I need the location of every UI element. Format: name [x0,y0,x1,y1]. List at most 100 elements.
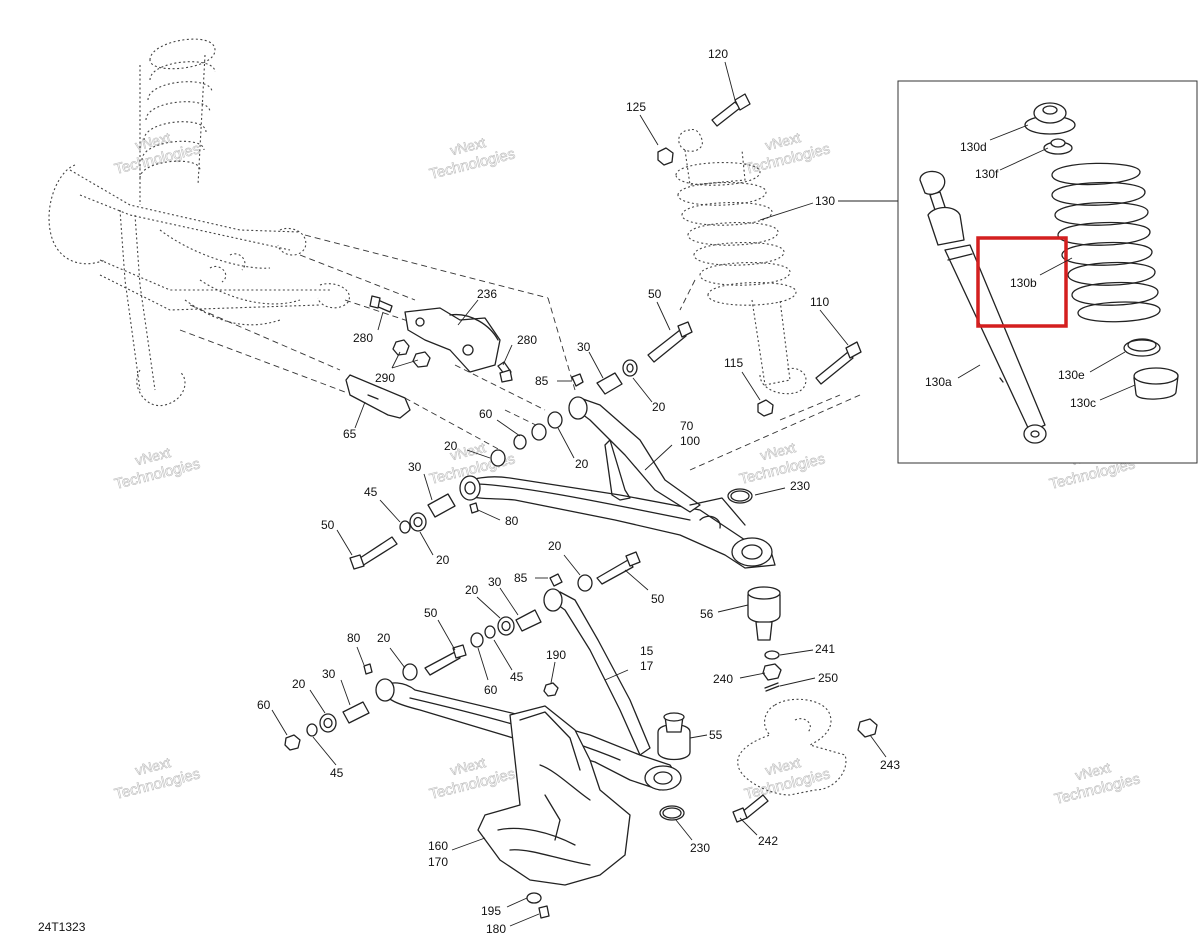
callout-60-lower: 60 [484,683,498,697]
callout-170: 170 [428,855,448,869]
callout-125: 125 [626,100,646,114]
nut-190 [543,682,559,697]
watermark: vNext Technologies [112,129,202,179]
watermark: vNext Technologies [427,754,517,804]
callout-243: 243 [880,758,900,772]
callout-130f: 130f [975,167,999,181]
callout-100: 100 [680,434,700,448]
callout-20-lower-left: 20 [292,677,306,691]
bushing-20-lower-left-a [402,663,418,681]
callout-130e: 130e [1058,368,1085,382]
bushing-20-upper [622,359,638,377]
callout-30-lower: 30 [488,575,502,589]
bushings-60-upper [513,411,563,450]
bolt-50-upper [647,321,693,363]
washer-45-left [399,520,411,534]
sleeve-30-lower [515,609,542,632]
shock-breakdown-inset [897,80,1198,464]
callout-50-lower-right: 50 [651,592,665,606]
callout-15: 15 [640,644,654,658]
circlip-230-lower [659,805,685,821]
upper-a-arm-70-100 [459,396,776,569]
nut-243 [857,718,878,738]
callout-160: 160 [428,839,448,853]
ghost-shock-spring [139,38,216,205]
callout-115: 115 [724,356,743,370]
cotter-pin-250 [764,682,780,692]
watermark: vNext Technologies [737,439,827,489]
callout-130b: 130b [1010,276,1037,290]
nut-60-lower-left [284,734,301,751]
bushing-20-upper-left [490,449,506,467]
spring-seat-130c [1133,367,1179,400]
fastener-180 [538,905,550,919]
bushing-20-lower-left [319,713,337,733]
watermark: vNext Technologies [742,129,832,179]
bushing-20-lower-mid [497,616,515,636]
callout-230-lower: 230 [690,841,710,855]
sleeve-30-left [427,493,456,518]
callout-280-left: 280 [353,331,373,345]
nut-240 [762,663,782,681]
circlip-230-upper [727,488,753,504]
shock-absorber-130 [675,128,807,395]
callout-45-lower: 45 [510,670,524,684]
shock-body-130a [919,170,1047,444]
grease-fitting-80-lower [363,663,373,675]
bolt-280-left [369,295,393,313]
callout-80-lower: 80 [347,631,361,645]
callout-85-lower: 85 [514,571,528,585]
callout-20-upper-left: 20 [444,439,458,453]
nut-115 [757,399,774,417]
callout-236: 236 [477,287,497,301]
callout-60-lower-left: 60 [257,698,271,712]
ball-joint-55 [657,712,691,761]
callout-290: 290 [375,371,395,385]
screw-195 [526,892,542,904]
callout-65: 65 [343,427,357,441]
callout-180: 180 [486,922,506,935]
callout-30-lower-left: 30 [322,667,336,681]
watermark: vNext Technologies [427,134,517,184]
highlight-box [976,236,1068,328]
watermark: vNext Technologies [112,444,202,494]
callout-labels: 120 125 130 110 115 236 280 280 290 65 5… [38,47,1096,935]
nut-60-lower [470,632,484,648]
callout-190: 190 [546,648,566,662]
callout-230-upper: 230 [790,479,810,493]
callout-56: 56 [700,607,714,621]
bushing-20-left [409,512,427,532]
skid-plate-160-170 [477,705,631,886]
bracket-236 [404,307,501,373]
nut-290 [392,339,431,368]
callout-20-upper-mid: 20 [575,457,589,471]
bolt-120 [711,93,751,127]
callout-20-upper-right: 20 [652,400,666,414]
callout-80-upper: 80 [505,514,519,528]
callout-20-lower-left-a: 20 [377,631,391,645]
bolt-280-right [497,361,513,383]
nut-125 [657,147,674,166]
callout-240: 240 [713,672,733,686]
reference-code: 24T1323 [38,920,86,934]
sleeve-30-lower-left [342,701,370,724]
callout-20-lower-right: 20 [548,539,562,553]
grease-fitting-85-lower [549,573,563,587]
callout-85-upper: 85 [535,374,549,388]
leader-lines [271,61,1136,927]
callout-55: 55 [709,728,723,742]
grease-fitting-85-upper [571,373,584,387]
callout-60-upper: 60 [479,407,493,421]
spring-seat-130d [1024,102,1076,135]
callout-17: 17 [640,659,654,673]
plate-65 [345,374,411,419]
washer-45-lower [484,625,496,639]
bolt-50-left [349,536,398,570]
watermark: vNext Technologies [112,754,202,804]
sleeve-30-upper [596,372,623,395]
spring-130b [1051,162,1161,323]
watermark: vNext Technologies [1052,759,1142,809]
callout-45-lower-left: 45 [330,766,344,780]
callout-120: 120 [708,47,728,61]
